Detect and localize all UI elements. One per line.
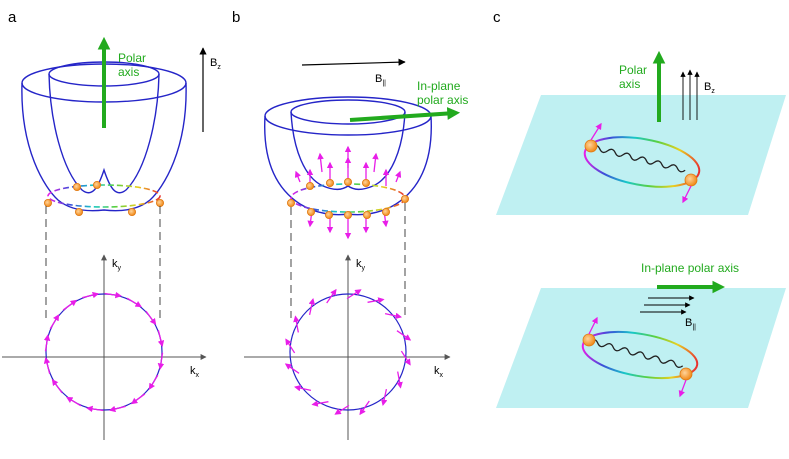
spin-arrow (62, 299, 78, 311)
spin-arrow (326, 288, 337, 304)
panel-a-spin-arrows (43, 291, 165, 413)
panel-c-bottom-bpar-label: B|| (685, 317, 696, 331)
spin-arrow (359, 400, 370, 416)
spin-arrow (43, 334, 51, 352)
panel-b-projection-lines (290, 203, 406, 318)
panel-c-bottom-spin-arrow-left (588, 316, 598, 335)
spin-arrow (157, 330, 165, 348)
panel-c-top-bz-arrows (680, 69, 700, 120)
panel-b-ky-label: ky (356, 258, 366, 272)
panel-b-polar-axis-arrow (349, 107, 461, 122)
panel-c-bottom-cooper-pair-bond (589, 338, 684, 368)
panel-a-fermi-circle (45, 293, 163, 411)
spin-arrow (66, 396, 82, 407)
panel-c-top-spin-arrow-left (590, 122, 602, 141)
spin-arrow (108, 405, 126, 413)
spin-arrow (104, 291, 122, 299)
panel-c-bottom-plane (496, 288, 786, 408)
spin-arrow (51, 378, 63, 394)
panel-c-top-plane (496, 95, 786, 215)
spin-arrow (334, 404, 350, 415)
panel-c-bottom-ring (581, 330, 699, 380)
spin-arrow (285, 338, 296, 354)
panel-b-bpar-arrow (301, 58, 406, 66)
spin-arrow (400, 350, 411, 366)
panel-a-polar-axis-label: Polar axis (118, 51, 149, 79)
panel-b-bpar-label: B|| (375, 73, 386, 87)
spin-arrow (126, 297, 142, 308)
spin-arrow (380, 388, 388, 406)
panel-b-electrons (286, 177, 409, 219)
spin-arrow (145, 310, 157, 326)
panel-b-fermi-circle (289, 293, 407, 411)
panel-c-top-ring (583, 136, 701, 188)
panel-c-bottom-spin-arrow-right (678, 379, 687, 398)
panel-a-kx-label: kx (190, 365, 200, 379)
panel-a-electrons (44, 180, 164, 216)
spin-arrow (130, 393, 146, 405)
spin-arrow (43, 356, 51, 374)
spin-arrow (346, 289, 362, 300)
spin-arrow (293, 315, 300, 333)
spin-arrow (148, 374, 159, 390)
spin-arrow (49, 314, 60, 330)
panel-a-ky-label: ky (112, 258, 122, 272)
spin-arrow (308, 298, 316, 316)
spin-arrow (157, 352, 165, 370)
spin-arrow (311, 400, 329, 407)
panel-c-top-bz-label: Bz (704, 81, 715, 95)
spin-arrow (396, 371, 403, 389)
panel-c-bottom-bpar-arrows (640, 295, 695, 315)
panel-b-band-spin-arrows (294, 145, 402, 240)
panel-c-top-electron-left (584, 139, 598, 153)
panel-c-bottom-electron-left (582, 333, 596, 347)
spin-arrow (384, 312, 402, 320)
panel-b-kx-label: kx (434, 365, 444, 379)
panel-a-fermi-ring (47, 184, 161, 208)
panel-c-label: c (493, 9, 501, 26)
panel-c-top-polar-axis-label: Polar axis (619, 63, 650, 91)
panel-b-inner-band (290, 99, 406, 191)
panel-c-bottom-electron-right (679, 367, 693, 381)
panel-c-top-cooper-pair-bond (591, 144, 686, 173)
spin-arrow (82, 291, 100, 299)
panel-c-bottom-polar-axis-label: In-plane polar axis (641, 261, 739, 275)
spin-arrow (86, 405, 104, 413)
panel-b-polar-axis-label: In-plane polar axis (417, 79, 468, 107)
panel-c-top-spin-arrow-right (682, 185, 692, 204)
spin-arrow (367, 297, 385, 304)
panel-b-spin-arrows (284, 288, 412, 416)
spin-arrow (294, 384, 312, 392)
panel-a-bz-label: Bz (210, 57, 221, 71)
spin-arrow (284, 363, 300, 374)
panel-c-top-electron-right (684, 173, 698, 187)
spin-arrow (396, 330, 412, 341)
panel-a-label: a (8, 9, 17, 26)
panel-b-label: b (232, 9, 240, 26)
panel-a-projection-lines (45, 206, 161, 320)
